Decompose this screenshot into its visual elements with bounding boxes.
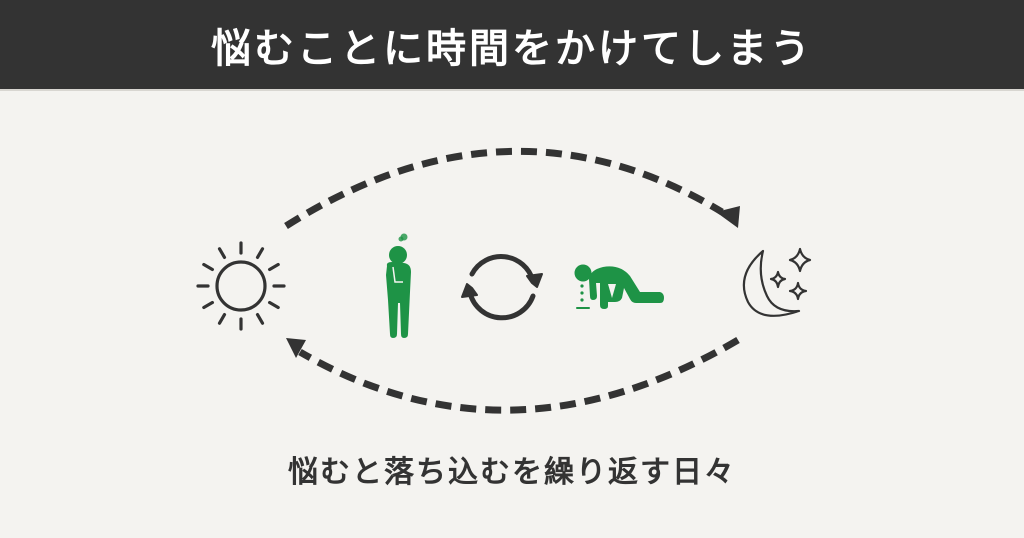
sun-icon (196, 241, 286, 331)
arrowhead-icon (716, 206, 740, 228)
header-bar: 悩むことに時間をかけてしまう (0, 0, 1024, 89)
top-dashed-arrow (284, 147, 740, 229)
page-title: 悩むことに時間をかけてしまう (211, 25, 813, 72)
header-divider (0, 89, 1024, 91)
worried-person-icon (386, 233, 411, 338)
moon-stars-icon (742, 247, 812, 317)
bottom-dashed-arrow (286, 336, 740, 414)
arrowhead-icon (286, 338, 306, 358)
kneeling-depressed-person-icon (574, 264, 664, 309)
cycle-arrows-icon (461, 254, 543, 321)
diagram-caption: 悩むと落ち込むを繰り返す日々 (288, 455, 736, 490)
